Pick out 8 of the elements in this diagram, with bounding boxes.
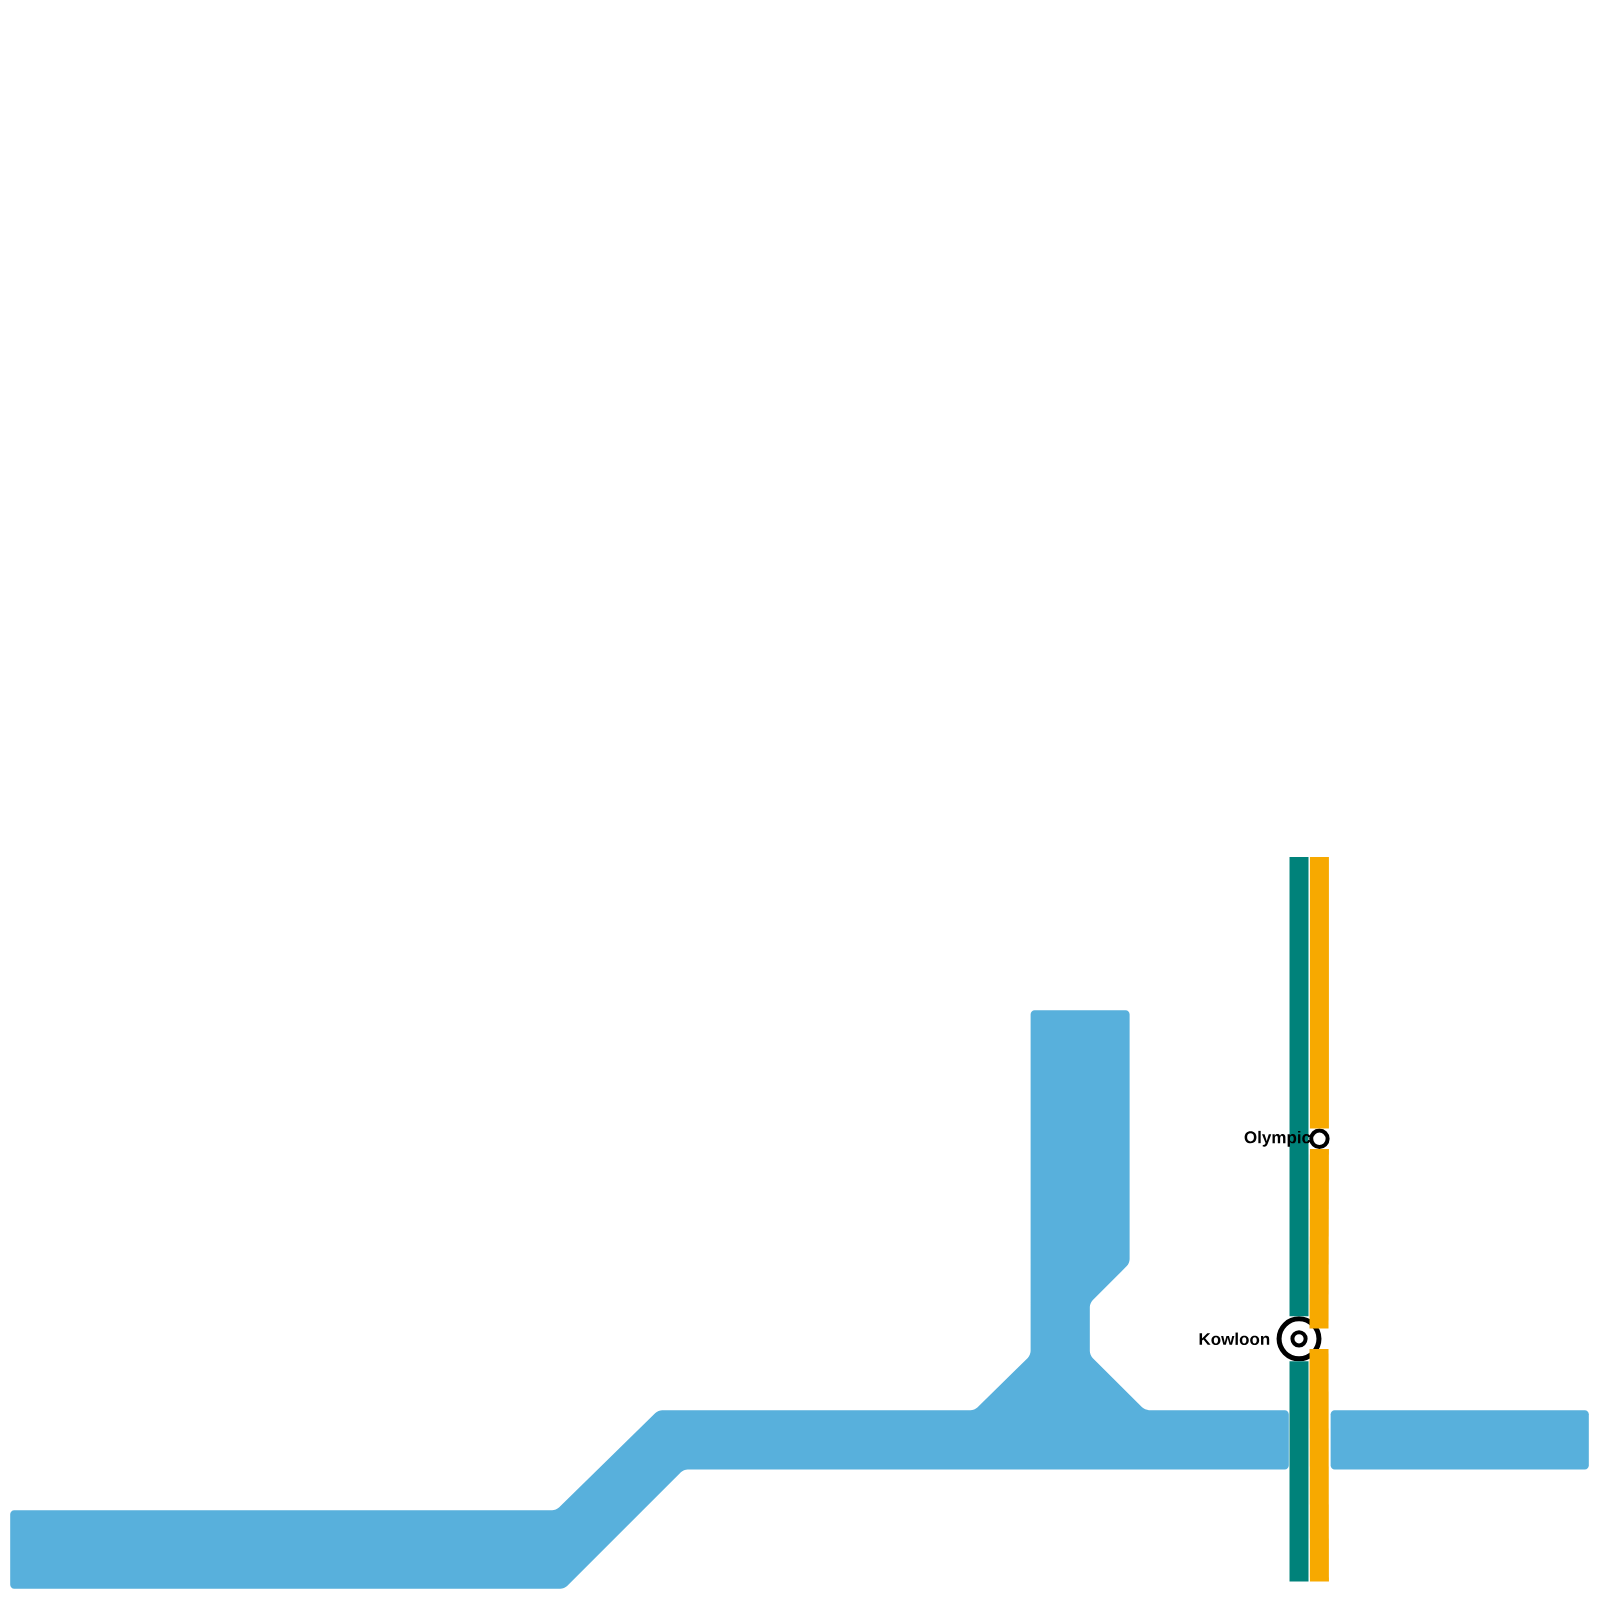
station-label: Kowloon [1199, 1332, 1270, 1346]
rail-line [1309, 1148, 1329, 1329]
rail-line [1309, 857, 1329, 1129]
rail-line [1309, 1348, 1329, 1582]
rail-line [1289, 857, 1309, 1317]
station-marker [1309, 1128, 1330, 1149]
rail-line [1289, 1361, 1309, 1582]
interchange-marker [1276, 1316, 1322, 1362]
